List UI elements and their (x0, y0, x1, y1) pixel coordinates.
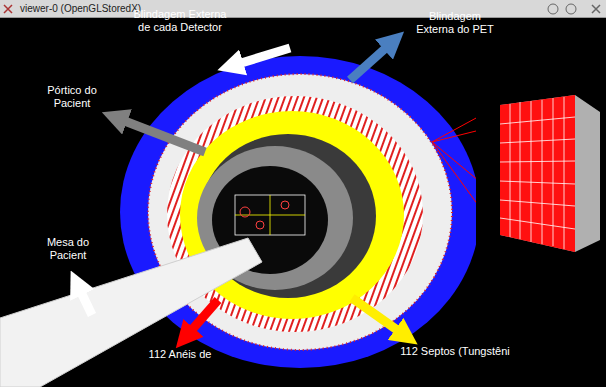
title-bar (0, 0, 606, 18)
title-bar-edge (0, 17, 606, 18)
part-label: 112 Anéis de (130, 348, 230, 361)
phantom-source (240, 207, 250, 217)
part-label: Pórtico do Pacient (40, 84, 104, 110)
part-label: Blindagem Externa de cada Detector (130, 8, 230, 34)
phantom-source (281, 201, 289, 209)
part-label: Mesa do Pacient (36, 236, 100, 262)
part-label: Blindagem Externa do PET (410, 10, 500, 36)
phantom-axes (235, 195, 305, 235)
crystal-block (500, 95, 600, 252)
phantom-source (256, 221, 264, 229)
window-button (548, 4, 558, 14)
detector-rings (167, 96, 423, 332)
arrow-pet-shield (350, 46, 388, 80)
arrow-gantry (122, 120, 205, 152)
phantom-box (235, 195, 305, 235)
detector-shield (148, 74, 452, 350)
arrow-rings (190, 300, 218, 332)
window-icon (4, 5, 12, 13)
part-label: 112 Septos (Tungstêni (400, 345, 510, 358)
window-button (566, 4, 576, 14)
window-title: viewer-0 (OpenGLStoredX) (20, 3, 141, 15)
arrow-septa (352, 298, 400, 332)
window-close (592, 5, 600, 13)
pet-outer-shield (120, 56, 480, 368)
arrow-detector-shield (238, 48, 290, 64)
arrow-table (80, 290, 92, 315)
crystal-grid (500, 97, 575, 249)
crystal-face (500, 95, 575, 252)
patient-table (0, 238, 262, 387)
